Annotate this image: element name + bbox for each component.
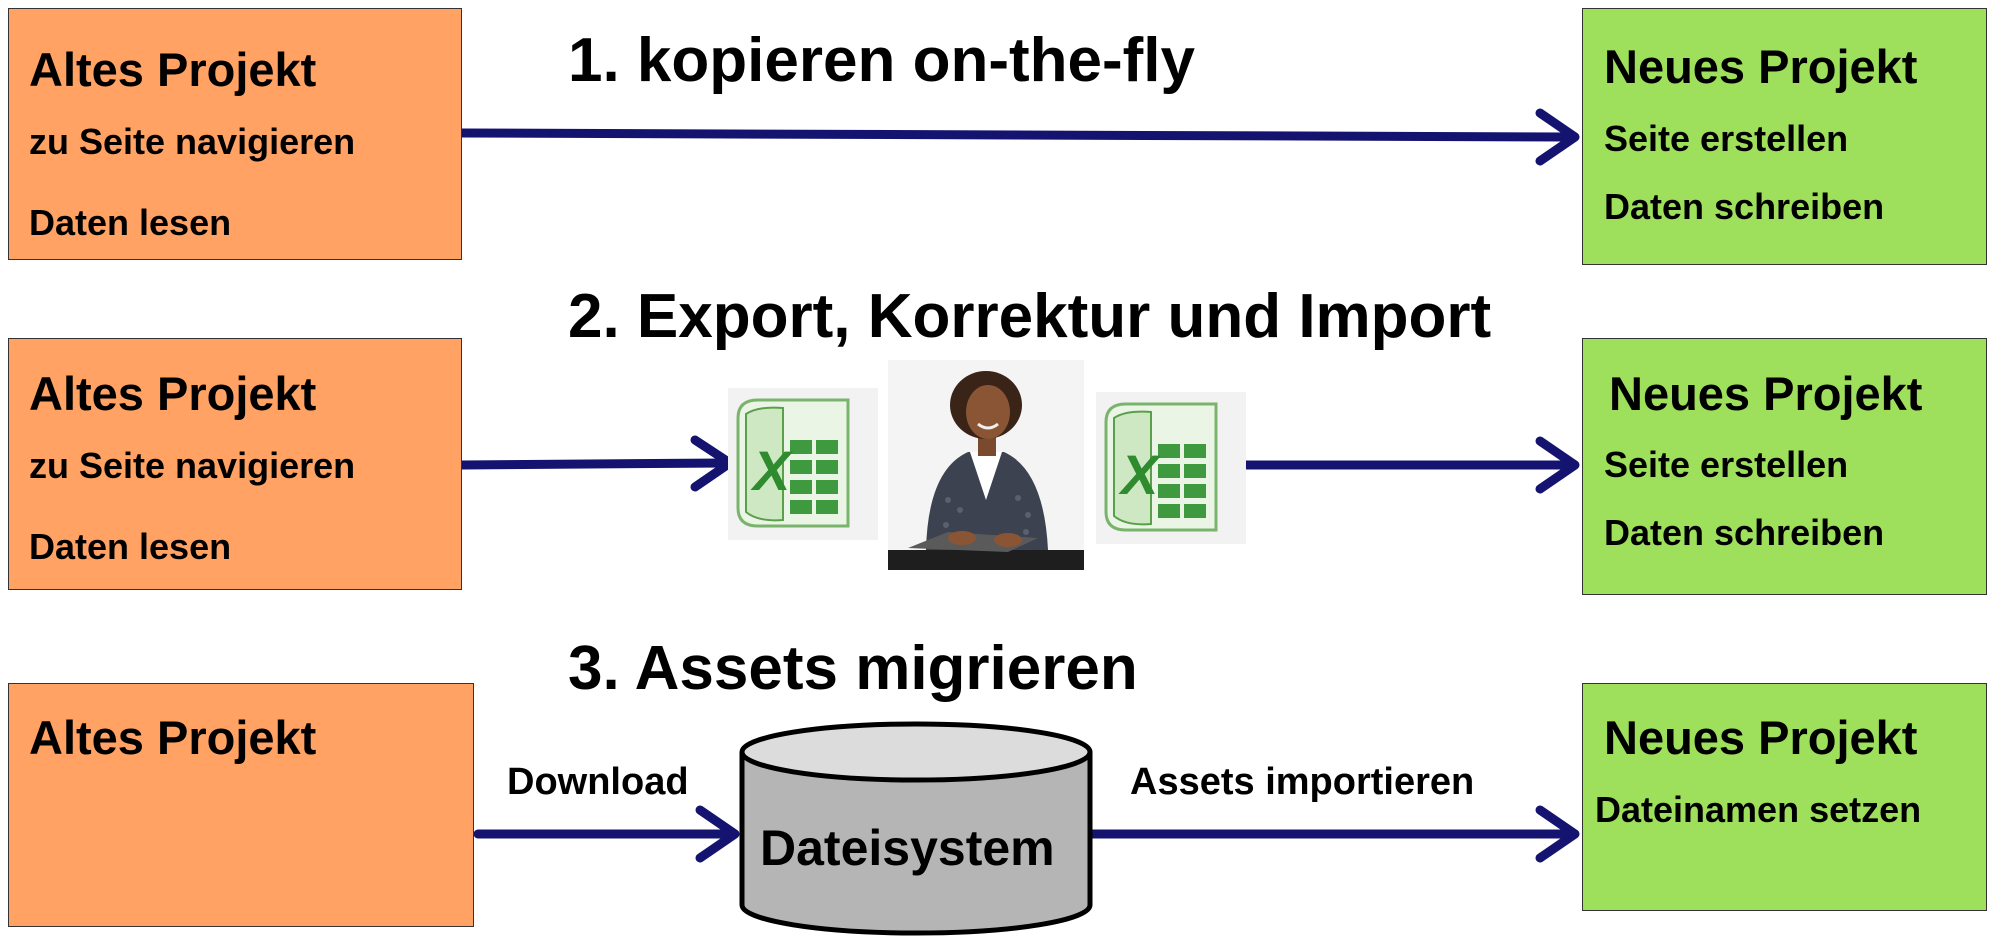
arrowhead-row2-right xyxy=(1535,436,1580,494)
download-label: Download xyxy=(507,761,689,803)
old-project-box-3: Altes Projekt xyxy=(8,683,474,927)
old-project-title: Altes Projekt xyxy=(29,711,317,764)
svg-text:X: X xyxy=(1118,443,1162,506)
database-cylinder-icon xyxy=(739,721,1093,936)
new-project-box-3: Neues Projekt Dateinamen setzen xyxy=(1582,683,1987,911)
heading-row3: 3. Assets migrieren xyxy=(568,634,1138,703)
new-project-line: Daten schreiben xyxy=(1604,512,1885,553)
arrowhead-row3-right xyxy=(1535,805,1580,863)
new-project-box-1: Neues Projekt Seite erstellen Daten schr… xyxy=(1582,8,1987,265)
new-project-title: Neues Projekt xyxy=(1604,40,1918,93)
old-project-title: Altes Projekt xyxy=(29,43,317,96)
new-project-line: Seite erstellen xyxy=(1604,444,1849,485)
arrowhead-row1 xyxy=(1535,108,1580,166)
old-project-box-1: Altes Projekt zu Seite navigieren Daten … xyxy=(8,8,462,260)
old-project-line: zu Seite navigieren xyxy=(29,121,356,162)
assets-import-label: Assets importieren xyxy=(1130,761,1475,803)
heading-row2: 2. Export, Korrektur und Import xyxy=(568,282,1492,351)
arrow-row1 xyxy=(457,128,1575,142)
new-project-title: Neues Projekt xyxy=(1604,711,1918,764)
excel-icon: X xyxy=(728,388,878,540)
arrow-row2-left xyxy=(457,458,730,470)
excel-icon: X xyxy=(1096,392,1246,544)
new-project-line: Dateinamen setzen xyxy=(1595,789,1922,830)
storage-label: Dateisystem xyxy=(760,820,1055,876)
arrowhead-row3-left xyxy=(695,805,740,863)
new-project-title: Neues Projekt xyxy=(1609,367,1923,420)
new-project-line: Daten schreiben xyxy=(1604,186,1885,227)
old-project-title: Altes Projekt xyxy=(29,367,317,420)
heading-row1: 1. kopieren on-the-fly xyxy=(568,26,1195,95)
new-project-box-2: Neues Projekt Seite erstellen Daten schr… xyxy=(1582,338,1987,595)
old-project-box-2: Altes Projekt zu Seite navigieren Daten … xyxy=(8,338,462,590)
new-project-line: Seite erstellen xyxy=(1604,118,1849,159)
person-at-laptop-icon xyxy=(888,360,1084,570)
svg-text:X: X xyxy=(750,439,794,502)
old-project-line: Daten lesen xyxy=(29,202,232,243)
old-project-line: zu Seite navigieren xyxy=(29,445,356,486)
old-project-line: Daten lesen xyxy=(29,526,232,567)
